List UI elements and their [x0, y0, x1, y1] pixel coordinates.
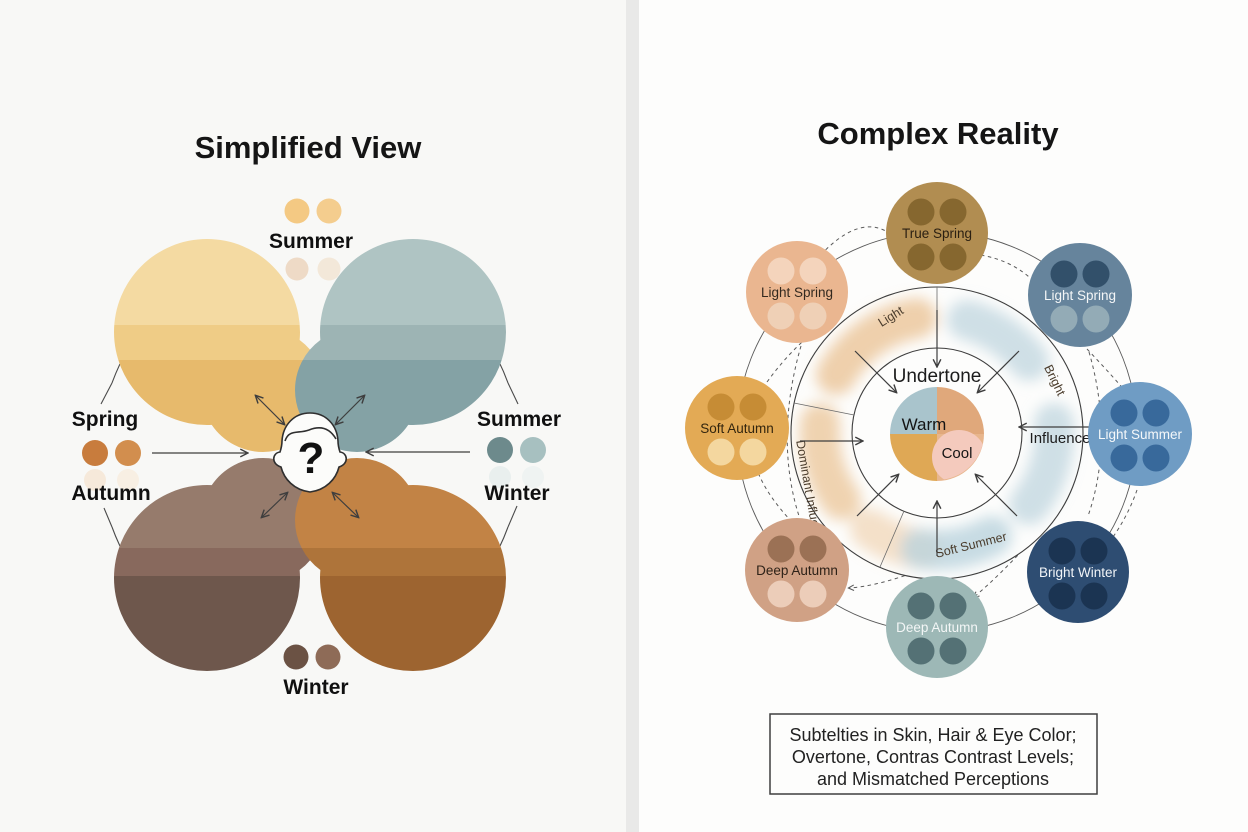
- caption-box: Subtelties in Skin, Hair & Eye Color; Ov…: [769, 713, 1098, 795]
- node-light-spring-cool: Light Spring: [1028, 243, 1132, 347]
- caption-line-3: and Mismatched Perceptions: [817, 769, 1049, 789]
- svg-text:Bright Winter: Bright Winter: [1039, 565, 1118, 580]
- question-face-icon: ?: [272, 412, 348, 493]
- season-label-winter-right: Winter: [484, 482, 549, 505]
- simplified-view-panel: Simplified View: [71, 130, 561, 699]
- tick-summer-right: [507, 382, 519, 405]
- complex-reality-panel: Complex Reality: [685, 116, 1192, 795]
- season-label-autumn: Autumn: [71, 482, 150, 505]
- center-arrows: [152, 396, 470, 517]
- left-panel-title: Simplified View: [195, 130, 423, 165]
- season-label-spring: Spring: [72, 408, 139, 431]
- tick-autumn: [103, 507, 113, 528]
- node-deep-autumn-cool: Deep Autumn: [886, 576, 988, 678]
- node-light-summer: Light Summer: [1088, 382, 1192, 486]
- svg-text:Light Spring: Light Spring: [761, 285, 833, 300]
- node-true-spring: True Spring: [886, 182, 988, 284]
- swatch-dots-spring: [82, 440, 141, 491]
- node-soft-autumn: Soft Autumn: [685, 376, 789, 480]
- node-deep-autumn-warm: Deep Autumn: [745, 518, 849, 622]
- swatch-dots-summer: [487, 437, 546, 488]
- undertone-label: Undertone: [893, 366, 982, 387]
- right-panel-title: Complex Reality: [817, 116, 1059, 151]
- svg-text:Deep Autumn: Deep Autumn: [756, 563, 838, 578]
- tick-winter-right: [507, 505, 518, 528]
- tick-spring: [100, 382, 113, 405]
- subseason-nodes: True Spring Light Spring Light Spring: [685, 182, 1192, 678]
- node-bright-winter: Bright Winter: [1027, 521, 1129, 623]
- svg-text:Soft Autumn: Soft Autumn: [700, 421, 774, 436]
- svg-text:True Spring: True Spring: [902, 226, 972, 241]
- warm-label: Warm: [902, 415, 947, 434]
- node-light-spring-warm: Light Spring: [746, 241, 848, 343]
- swatch-dots-top: [284, 198, 342, 281]
- svg-text:Light Summer: Light Summer: [1098, 427, 1183, 442]
- panel-divider: [626, 0, 639, 832]
- season-label-bottom: Winter: [283, 676, 348, 699]
- season-label-summer: Summer: [477, 408, 561, 431]
- season-label-top: Summer: [269, 230, 353, 253]
- caption-line-2: Overtone, Contras Contrast Levels;: [792, 747, 1074, 767]
- swatch-dots-bottom: [283, 644, 341, 670]
- svg-text:Deep Autumn: Deep Autumn: [896, 620, 978, 635]
- cool-label: Cool: [942, 445, 973, 462]
- question-mark: ?: [298, 434, 325, 483]
- caption-line-1: Subtelties in Skin, Hair & Eye Color;: [789, 725, 1076, 745]
- svg-text:Light Spring: Light Spring: [1044, 288, 1116, 303]
- hair-line: [284, 427, 337, 442]
- influence-label: Influence: [1030, 430, 1091, 447]
